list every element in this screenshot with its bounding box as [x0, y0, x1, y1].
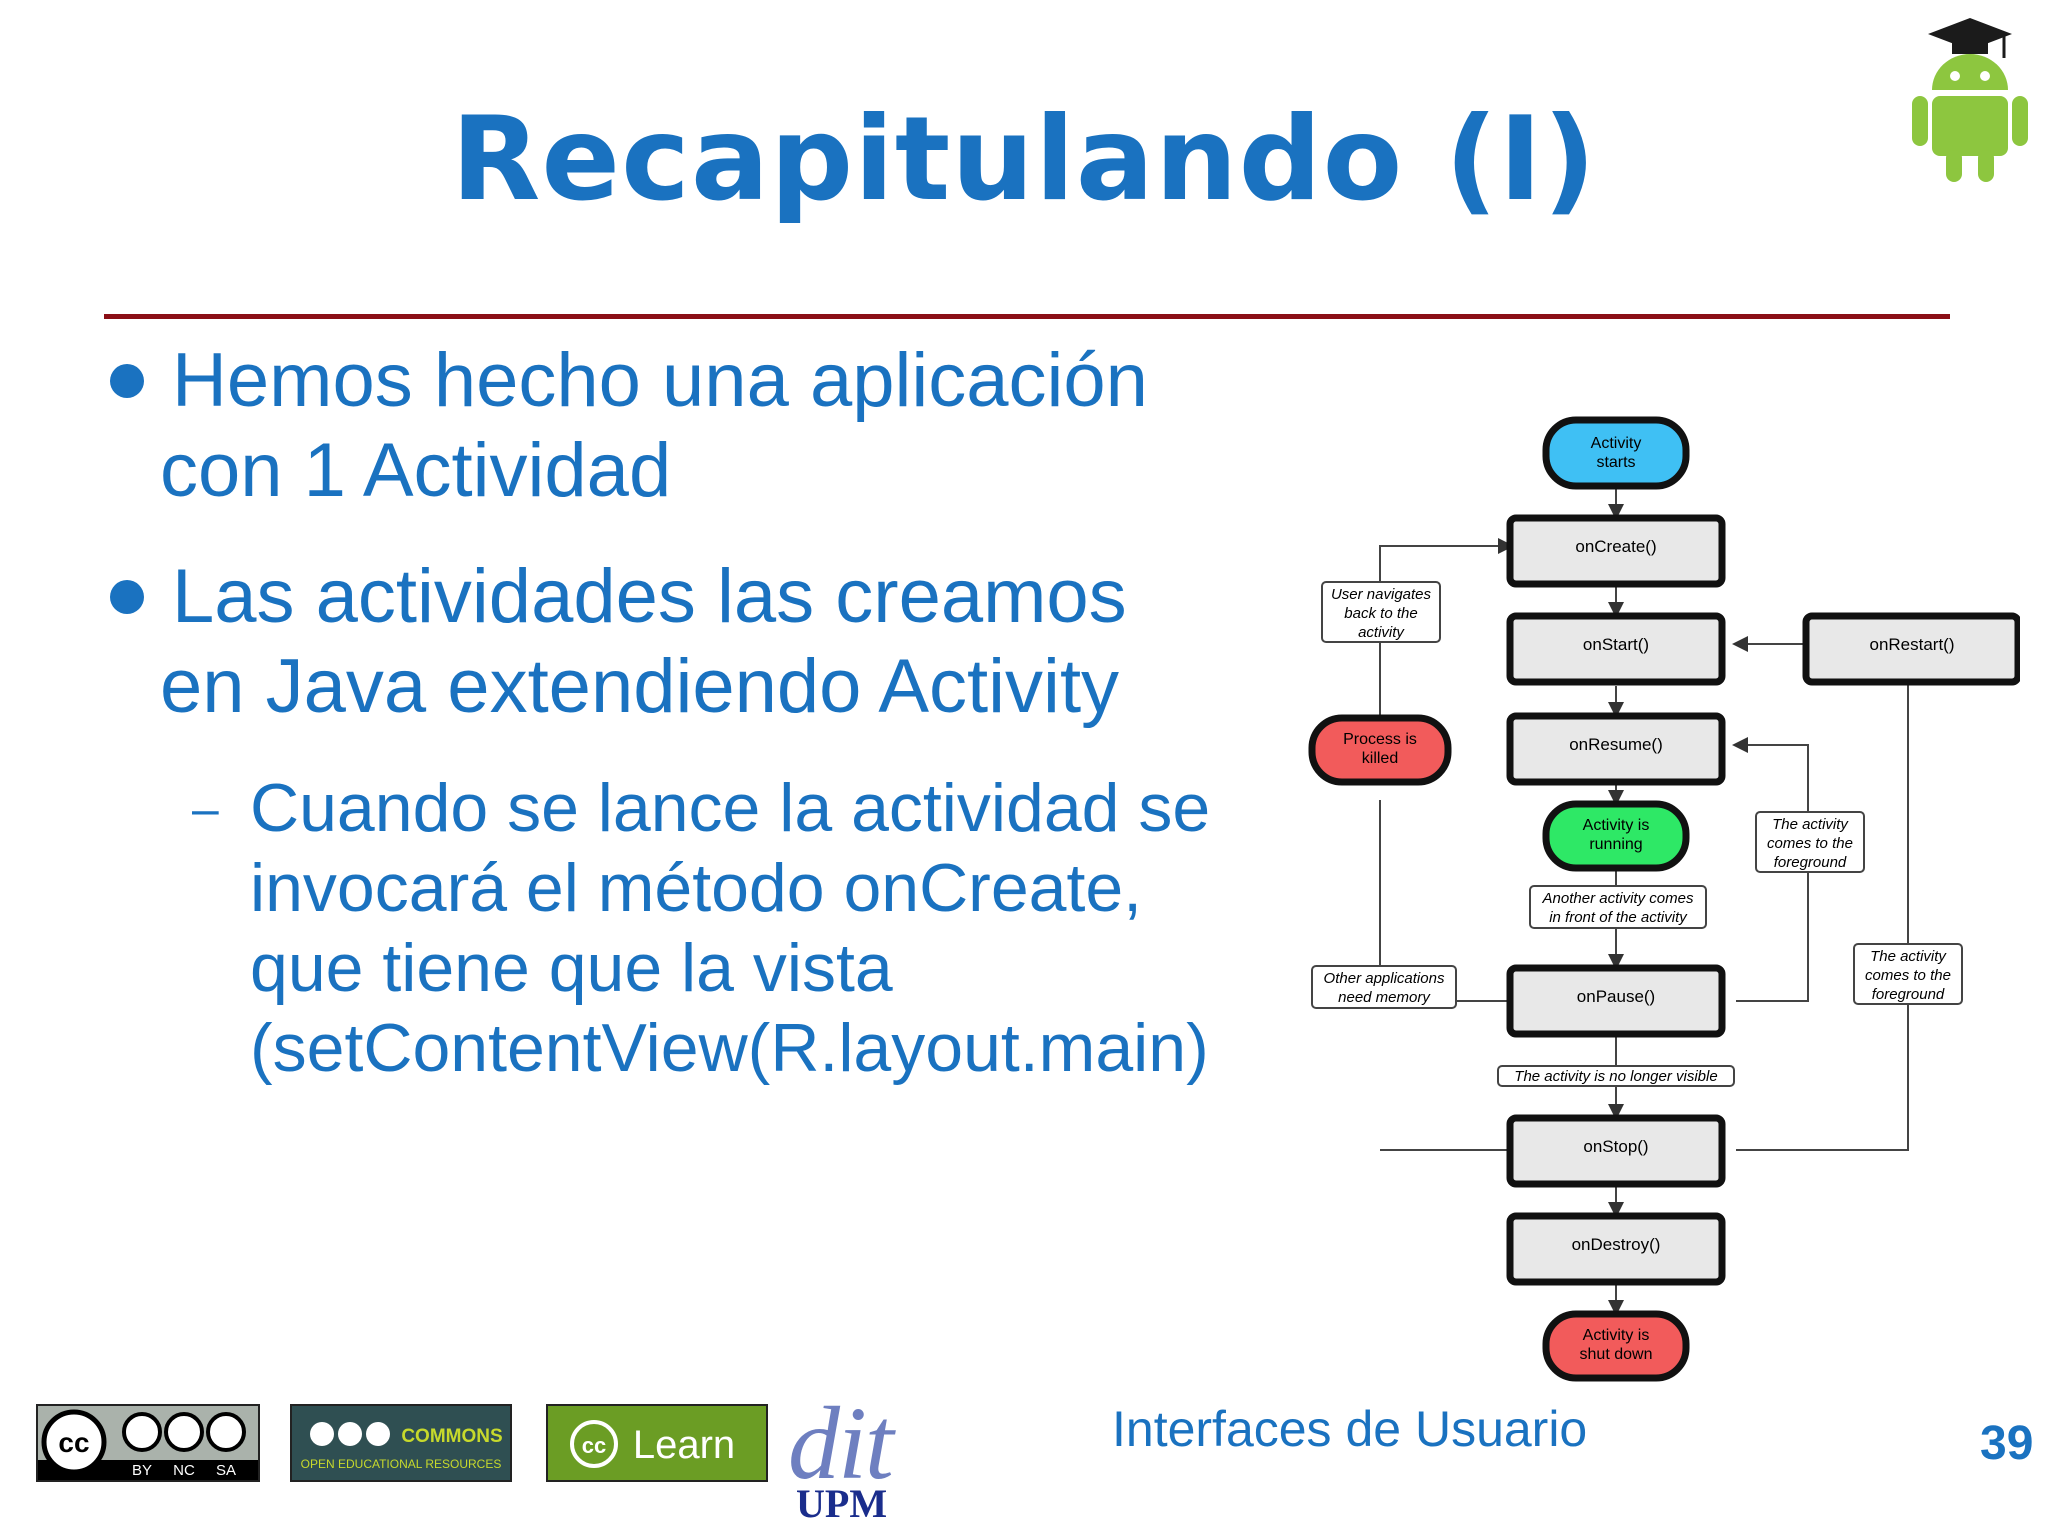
label-no-longer-visible: The activity is no longer visible — [1497, 1065, 1735, 1087]
svg-text:onResume(): onResume() — [1569, 735, 1663, 754]
svg-text:comes to the: comes to the — [1865, 967, 1951, 984]
footer-course-name: Interfaces de Usuario — [1112, 1401, 1588, 1457]
svg-text:Activity: Activity — [1591, 435, 1642, 452]
title-divider — [104, 314, 1950, 319]
sub-bullet-dash: – — [192, 783, 219, 836]
node-activity-running: Activity is running — [1542, 800, 1690, 872]
label-user-navigates: User navigates back to the activity — [1321, 581, 1441, 643]
node-on-pause: onPause() — [1506, 964, 1726, 1038]
svg-text:The activity: The activity — [1870, 948, 1947, 965]
svg-text:shut down: shut down — [1580, 1346, 1653, 1363]
bullet-1-line-2: con 1 Actividad — [160, 428, 672, 513]
label-comes-foreground-1: The activity comes to the foreground — [1755, 811, 1865, 873]
svg-text:foreground: foreground — [1774, 854, 1847, 871]
sub-bullet-line-1: Cuando se lance la actividad se — [250, 770, 1211, 846]
svg-text:BY: BY — [132, 1462, 152, 1479]
bullet-dot — [110, 364, 144, 398]
sub-bullet-line-4: (setContentView(R.layout.main) — [250, 1010, 1209, 1086]
node-on-restart: onRestart() — [1802, 612, 2020, 686]
svg-text:onPause(): onPause() — [1577, 987, 1655, 1006]
cclearn-icon: cc Learn — [570, 1420, 735, 1468]
cc-by-nc-sa-icon: cc BY NC SA — [38, 1406, 258, 1480]
svg-text:back to the: back to the — [1344, 605, 1417, 622]
cc-license-logo[interactable]: cc BY NC SA — [36, 1404, 260, 1482]
activity-lifecycle-diagram: Activity starts onCreate() onStart() onR… — [1308, 416, 2020, 1382]
svg-text:User navigates: User navigates — [1331, 586, 1432, 603]
node-process-killed: Process is killed — [1308, 714, 1452, 786]
svg-text:need memory: need memory — [1338, 989, 1431, 1006]
bullet-2-line-2: en Java extendiendo Activity — [160, 644, 1120, 729]
sub-bullet-line-3: que tiene que la vista — [250, 930, 893, 1006]
node-on-create: onCreate() — [1506, 514, 1726, 588]
svg-text:NC: NC — [173, 1462, 195, 1479]
oer-commons-icon: COMMONS OPEN EDUCATIONAL RESOURCES — [301, 1422, 503, 1471]
dit-logo-text: dit — [788, 1386, 894, 1501]
page-number: 39 — [1980, 1417, 2034, 1470]
node-on-resume: onResume() — [1506, 712, 1726, 786]
svg-text:killed: killed — [1362, 750, 1398, 767]
bullet-dot — [110, 580, 144, 614]
sub-bullet-line-2: invocará el método onCreate, — [250, 850, 1143, 926]
svg-text:cc: cc — [582, 1433, 606, 1458]
oer-commons-logo[interactable]: COMMONS OPEN EDUCATIONAL RESOURCES — [290, 1404, 512, 1482]
svg-text:Activity is: Activity is — [1583, 817, 1650, 834]
cclearn-logo[interactable]: cc Learn — [546, 1404, 768, 1482]
svg-text:COMMONS: COMMONS — [401, 1426, 502, 1447]
svg-text:Activity is: Activity is — [1583, 1327, 1650, 1344]
svg-text:Learn: Learn — [633, 1423, 735, 1467]
svg-text:onDestroy(): onDestroy() — [1572, 1235, 1661, 1254]
svg-text:cc: cc — [58, 1427, 89, 1458]
svg-text:activity: activity — [1358, 624, 1405, 641]
node-activity-starts: Activity starts — [1542, 416, 1690, 490]
svg-text:Other applications: Other applications — [1324, 970, 1445, 987]
bullet-1-line-1: Hemos hecho una aplicación — [172, 338, 1148, 423]
svg-text:SA: SA — [216, 1462, 236, 1479]
svg-text:OPEN EDUCATIONAL RESOURCES: OPEN EDUCATIONAL RESOURCES — [301, 1457, 502, 1471]
svg-text:onRestart(): onRestart() — [1869, 635, 1954, 654]
svg-text:onCreate(): onCreate() — [1575, 537, 1656, 556]
svg-text:The activity: The activity — [1772, 816, 1849, 833]
dit-upm-logo[interactable]: dit UPM — [786, 1386, 926, 1526]
node-on-start: onStart() — [1506, 612, 1726, 686]
bullet-2-line-1: Las actividades las creamos — [172, 554, 1127, 639]
svg-text:onStop(): onStop() — [1583, 1137, 1648, 1156]
label-other-apps: Other applications need memory — [1311, 965, 1457, 1009]
svg-text:foreground: foreground — [1872, 986, 1945, 1003]
svg-text:Another activity comes: Another activity comes — [1542, 890, 1694, 907]
svg-text:running: running — [1589, 836, 1642, 853]
svg-text:The activity is no longer visi: The activity is no longer visible — [1514, 1068, 1717, 1085]
upm-logo-text: UPM — [796, 1481, 888, 1526]
node-on-stop: onStop() — [1506, 1114, 1726, 1188]
svg-text:starts: starts — [1596, 454, 1635, 471]
node-on-destroy: onDestroy() — [1506, 1212, 1726, 1286]
android-graduate-icon — [1912, 18, 2028, 182]
label-comes-foreground-2: The activity comes to the foreground — [1853, 943, 1963, 1005]
svg-text:in front of the activity: in front of the activity — [1549, 909, 1688, 926]
slide-title: Recapitulando (I) — [451, 92, 1597, 227]
label-another-activity: Another activity comes in front of the a… — [1529, 885, 1707, 929]
svg-text:Process is: Process is — [1343, 731, 1417, 748]
svg-text:comes to the: comes to the — [1767, 835, 1853, 852]
node-activity-shut-down: Activity is shut down — [1542, 1310, 1690, 1382]
svg-text:onStart(): onStart() — [1583, 635, 1649, 654]
